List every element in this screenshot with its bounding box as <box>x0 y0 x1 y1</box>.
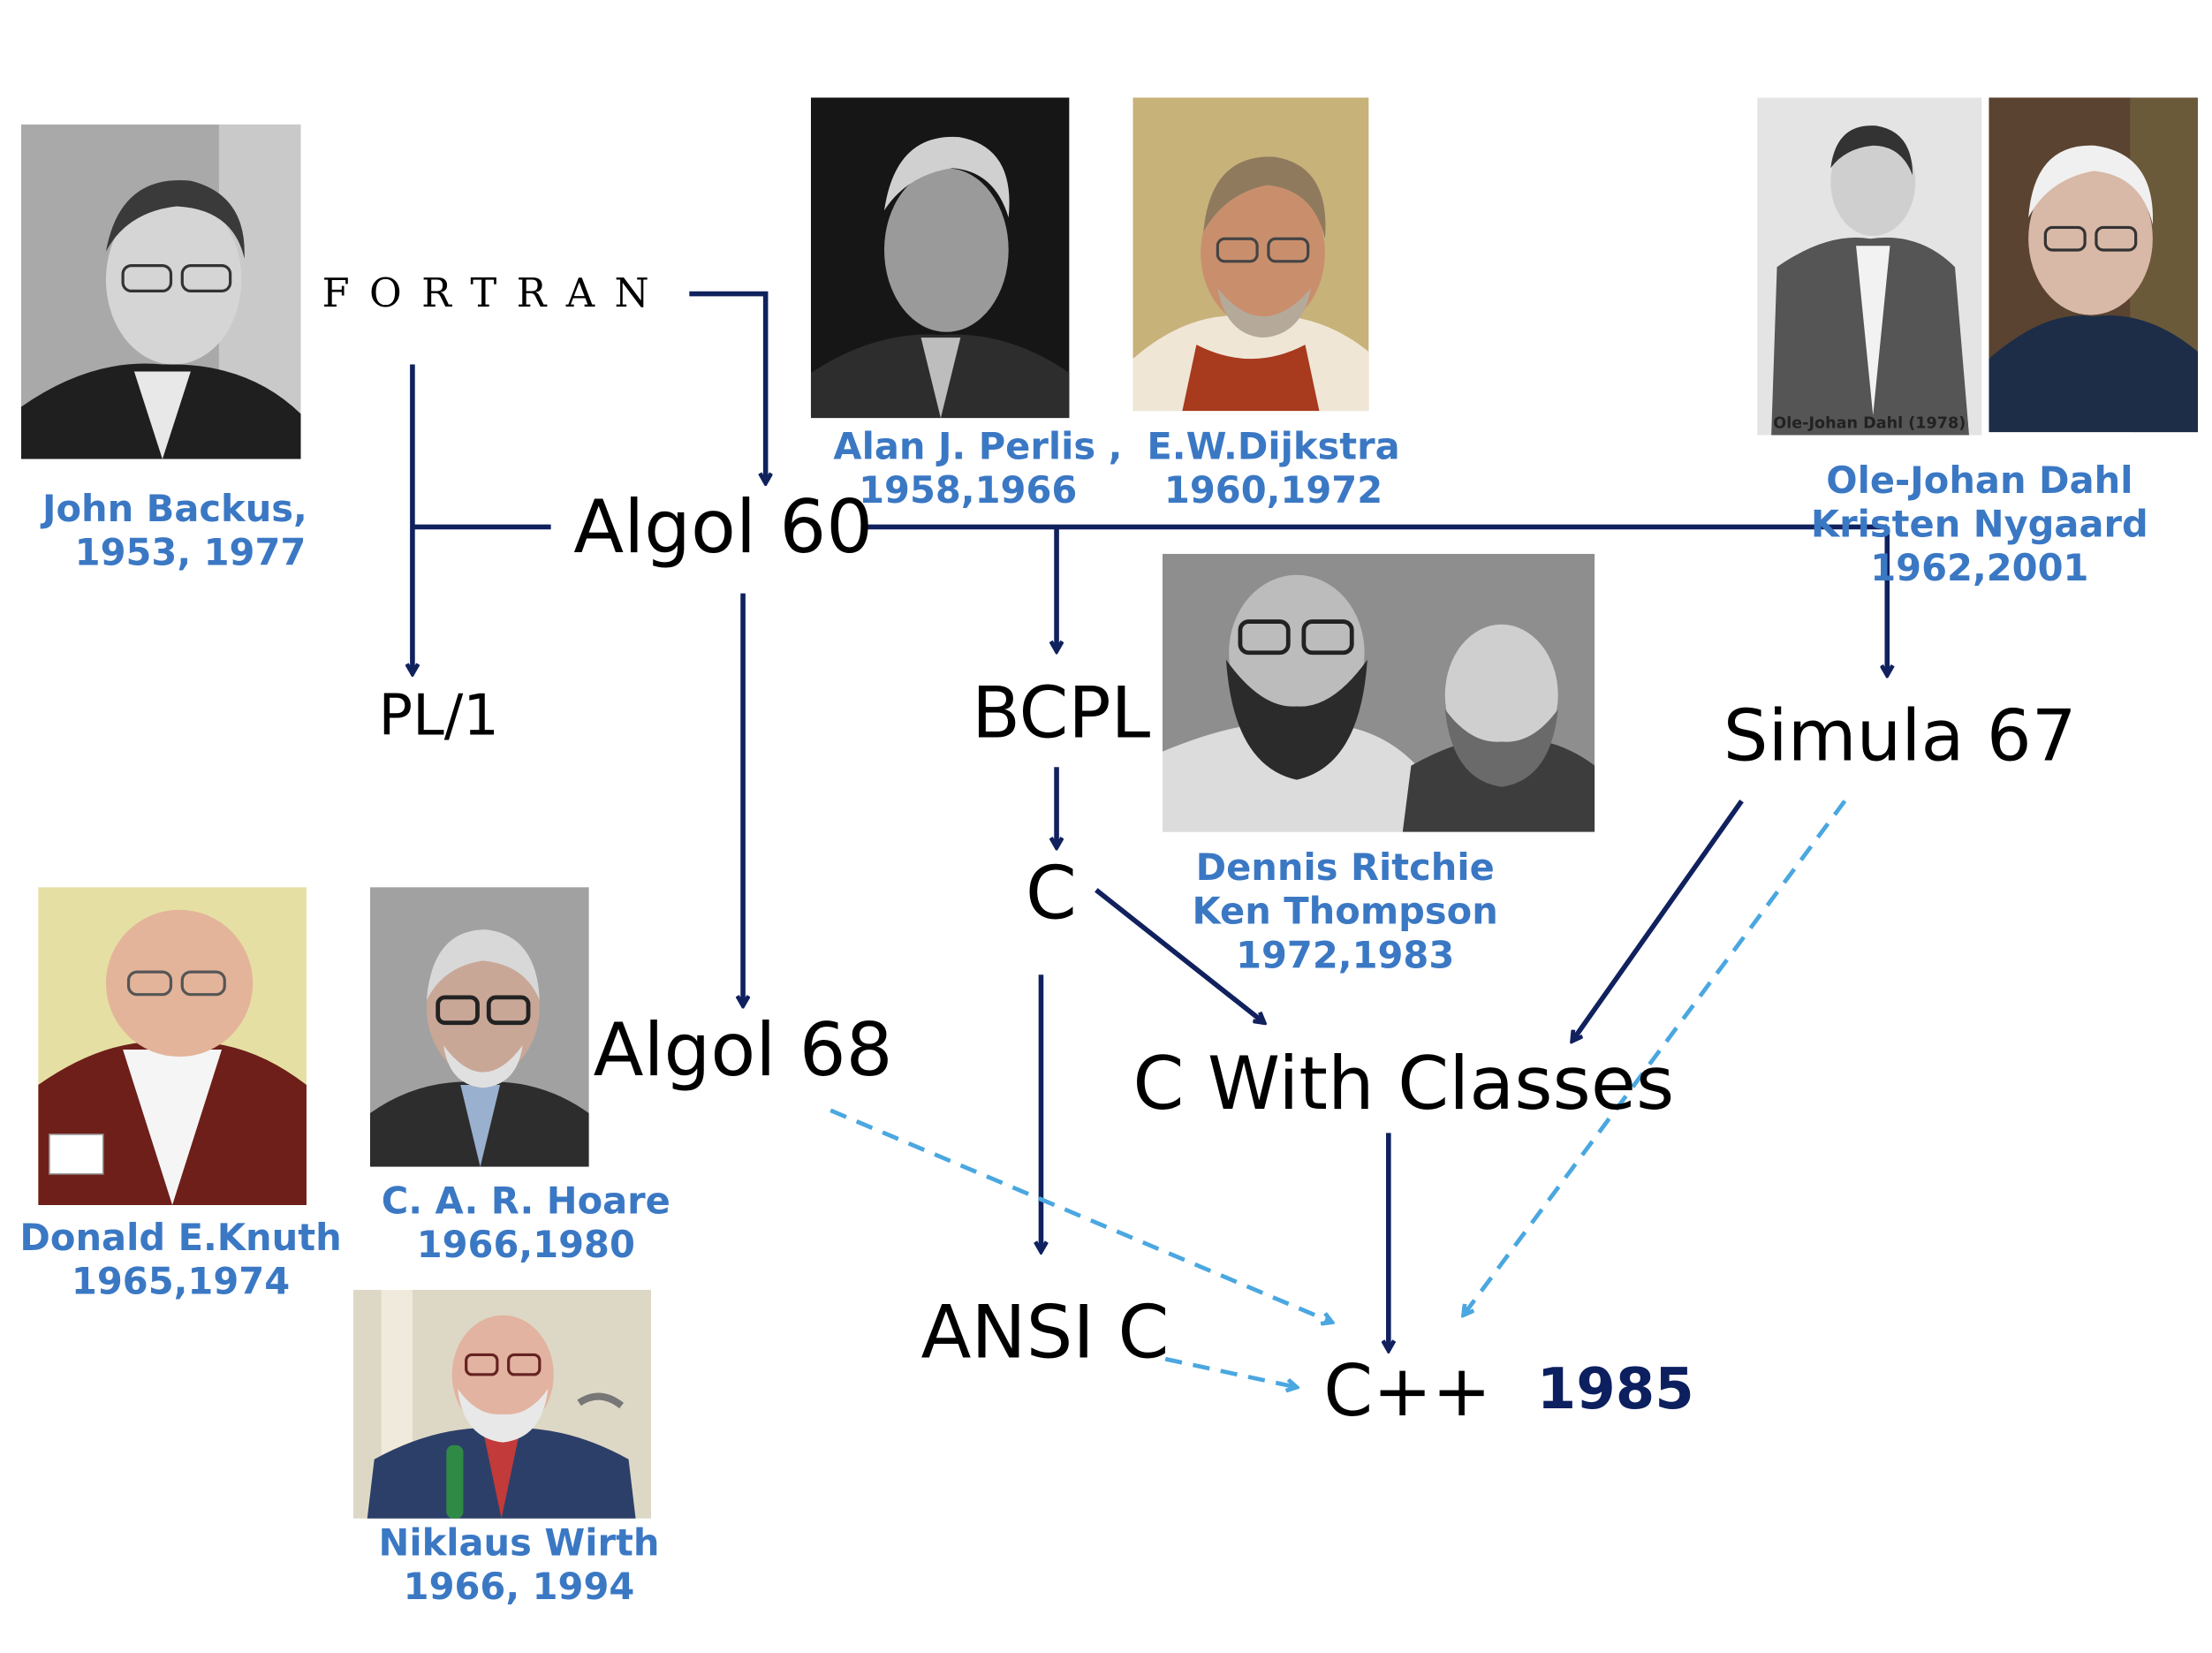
lang-algol60: Algol 60 <box>573 486 874 571</box>
person-years: 1972,1983 <box>1236 935 1455 978</box>
dashed-arrow-simula67-to-cpp <box>1464 800 1847 1316</box>
lang-fortran: FORTRAN <box>322 269 670 317</box>
photo-car-hoare <box>369 887 589 1167</box>
person-name: John Backus, <box>42 489 307 532</box>
portrait-icon <box>369 887 589 1167</box>
photo-kristen-nygaard <box>1989 97 2199 433</box>
person-years: 1966, 1994 <box>403 1566 635 1610</box>
caption-ew-dijkstra: E.W.Dijkstra 1960,1972 <box>1147 427 1399 514</box>
person-name: Ken Thompson <box>1192 891 1498 934</box>
person-name: E.W.Dijkstra <box>1147 426 1400 469</box>
caption-dahl-nygaard: Ole-Johan Dahl Kristen Nygaard 1962,2001 <box>1811 460 2148 592</box>
portrait-icon <box>38 887 307 1205</box>
arrow-simula67-to-c-with-classes <box>1572 800 1744 1042</box>
caption-alan-perlis: Alan J. Perlis , 1958,1966 <box>833 427 1122 514</box>
photo-ole-johan-dahl: Ole-Johan Dahl (1978) <box>1757 97 1982 436</box>
person-years: 1965,1974 <box>71 1261 291 1304</box>
arrow-c-to-c-with-classes <box>1095 888 1264 1022</box>
caption-ritchie-thompson: Dennis Ritchie Ken Thompson 1972,1983 <box>1193 847 1498 979</box>
portrait-icon <box>352 1289 652 1519</box>
lang-algol68: Algol 68 <box>593 1008 893 1094</box>
lang-cpp: C++ <box>1323 1350 1492 1433</box>
portrait-icon <box>1162 553 1595 832</box>
photo-ritchie-thompson <box>1162 553 1595 832</box>
lang-bcpl: BCPL <box>972 672 1151 754</box>
portrait-icon <box>1757 97 1982 436</box>
portrait-icon <box>810 97 1070 419</box>
person-years: 1962,2001 <box>1870 548 2089 591</box>
photo-alan-perlis <box>810 97 1070 419</box>
portrait-icon <box>1133 97 1369 412</box>
person-years: 1966,1980 <box>416 1225 635 1268</box>
lang-pl1: PL/1 <box>378 683 499 749</box>
person-name: Ole-Johan Dahl <box>1826 460 2133 504</box>
dashed-arrow-algol68-to-cpp <box>830 1108 1332 1323</box>
photo-caption-dahl: Ole-Johan Dahl (1978) <box>1773 413 1966 433</box>
photo-donald-knuth <box>38 887 307 1205</box>
person-name: Donald E.Knuth <box>19 1217 342 1261</box>
caption-niklaus-wirth: Niklaus Wirth 1966, 1994 <box>379 1523 660 1611</box>
photo-niklaus-wirth <box>352 1289 652 1519</box>
person-name: C. A. R. Hoare <box>381 1180 670 1224</box>
person-years: 1960,1972 <box>1163 470 1383 513</box>
lang-c-with-classes: C With Classes <box>1133 1043 1675 1128</box>
photo-ew-dijkstra <box>1133 97 1369 412</box>
photo-john-backus <box>20 124 301 459</box>
lang-c: C <box>1025 852 1077 937</box>
caption-john-backus: John Backus, 1953, 1977 <box>42 489 307 576</box>
cpp-year: 1985 <box>1536 1357 1694 1423</box>
lang-ansi-c: ANSI C <box>920 1291 1170 1376</box>
person-years: 1958,1966 <box>859 470 1078 513</box>
lang-simula67: Simula 67 <box>1723 694 2077 777</box>
person-name: Kristen Nygaard <box>1810 504 2148 547</box>
person-name: Dennis Ritchie <box>1195 847 1495 891</box>
person-name: Niklaus Wirth <box>378 1522 660 1566</box>
portrait-icon <box>1989 97 2199 433</box>
dashed-arrow-ansi-c-to-cpp <box>1164 1356 1297 1387</box>
person-years: 1953, 1977 <box>74 532 307 575</box>
caption-donald-knuth: Donald E.Knuth 1965,1974 <box>19 1217 341 1305</box>
portrait-icon <box>20 124 301 459</box>
arrow-fortran-to-algol60 <box>689 291 765 483</box>
person-name: Alan J. Perlis , <box>833 426 1123 469</box>
caption-car-hoare: C. A. R. Hoare 1966,1980 <box>382 1181 670 1269</box>
